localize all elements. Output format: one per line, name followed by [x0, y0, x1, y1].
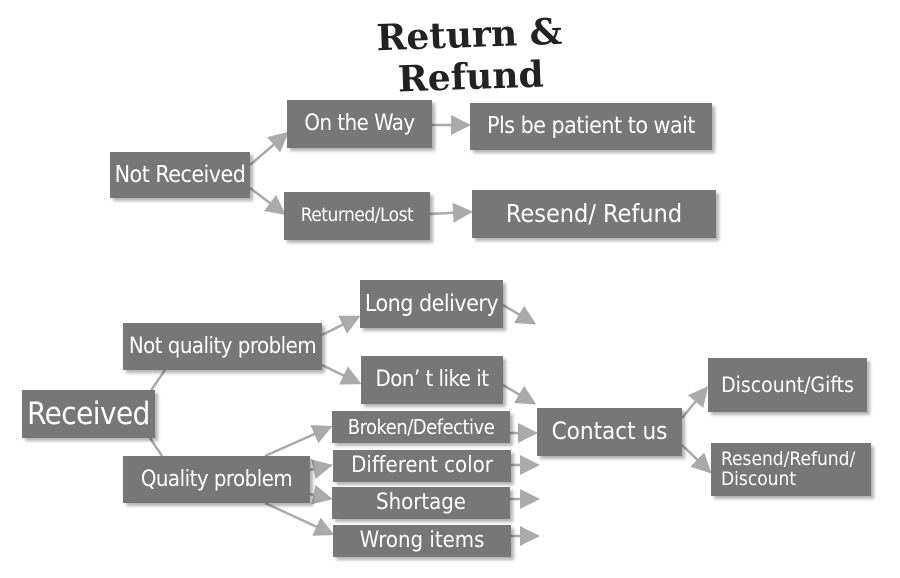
node-discount-gifts: Discount/Gifts	[708, 358, 867, 412]
node-resend-refund-discount-line1: Resend/Refund/	[721, 447, 856, 470]
arrow-notreceived-returned	[249, 187, 286, 215]
node-returned-lost: Returned/Lost	[284, 192, 430, 240]
node-wrong-items: Wrong items	[333, 525, 511, 557]
node-resend-refund: Resend/ Refund	[472, 190, 716, 238]
arrow-long-out	[502, 303, 537, 325]
line-received-quality	[148, 437, 164, 457]
node-contact: Contact us	[537, 408, 682, 456]
node-resend-refund-discount-line2: Discount	[721, 467, 797, 490]
arrow-returned-resend	[429, 202, 473, 223]
node-dont-like: Don’ t like it	[361, 356, 503, 404]
arrow-quality-wrong	[264, 501, 335, 536]
node-not-received: Not Received	[110, 152, 250, 198]
node-resend-refund-discount: Resend/Refund/ Discount	[711, 443, 871, 496]
arrow-dontlike-contact	[502, 383, 537, 405]
node-long-delivery: Long delivery	[360, 280, 503, 328]
arrow-quality-color	[309, 459, 333, 480]
node-received: Received	[22, 390, 155, 438]
arrow-contact-discount	[681, 386, 709, 419]
node-on-the-way: On the Way	[287, 100, 432, 148]
node-patient: Pls be patient to wait	[470, 103, 712, 150]
node-different-color: Different color	[333, 450, 511, 482]
node-quality: Quality problem	[123, 456, 310, 503]
node-broken: Broken/Defective	[332, 411, 510, 443]
node-shortage: Shortage	[332, 487, 510, 519]
arrow-quality-shortage	[309, 484, 333, 505]
arrow-notquality-dontlike	[321, 363, 362, 385]
arrow-contact-resend	[681, 444, 712, 474]
arrow-quality-broken	[264, 424, 333, 458]
arrow-notreceived-ontheway	[249, 131, 289, 166]
line-received-notquality	[148, 369, 167, 393]
node-not-quality: Not quality problem	[123, 323, 322, 370]
arrow-notquality-long	[321, 315, 361, 337]
